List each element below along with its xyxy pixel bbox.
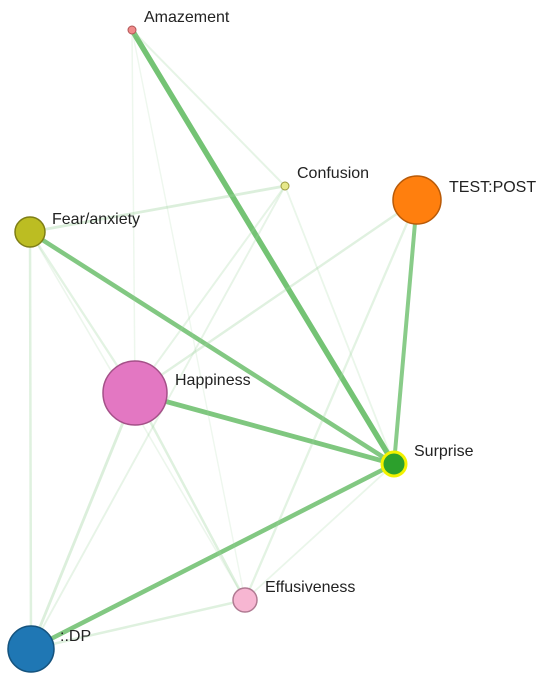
edge-happiness-test-post — [133, 198, 419, 395]
node-fear[interactable] — [14, 216, 46, 248]
edge-fear-surprise — [27, 229, 397, 467]
edge-effusiveness-surprise — [244, 463, 395, 601]
edge-dp-surprise — [28, 461, 397, 652]
edge-fear-dp — [28, 230, 33, 651]
node-confusion[interactable] — [280, 181, 290, 191]
edge-test-post-effusiveness — [243, 198, 419, 602]
node-happiness[interactable] — [102, 360, 168, 426]
edge-confusion-dp — [30, 185, 286, 650]
node-label-dp: :.DP — [60, 628, 91, 645]
node-label-surprise: Surprise — [414, 443, 474, 460]
node-label-happiness: Happiness — [175, 372, 251, 389]
edge-test-post-surprise — [392, 198, 419, 466]
node-layer — [7, 25, 442, 673]
edge-happiness-effusiveness — [133, 391, 247, 602]
node-label-fear: Fear/anxiety — [52, 211, 140, 228]
node-amazement[interactable] — [127, 25, 137, 35]
node-effusiveness[interactable] — [232, 587, 258, 613]
edge-dp-effusiveness — [29, 598, 247, 651]
node-label-amazement: Amazement — [144, 9, 230, 26]
edge-confusion-happiness — [134, 185, 286, 394]
node-label-test-post: TEST:POST — [449, 179, 536, 196]
node-label-confusion: Confusion — [297, 165, 369, 182]
edge-amazement-effusiveness — [131, 29, 246, 601]
edge-happiness-dp — [29, 391, 137, 651]
edge-fear-confusion — [28, 184, 287, 234]
edge-layer — [27, 27, 419, 652]
edge-happiness-surprise — [132, 390, 397, 467]
node-label-effusiveness: Effusiveness — [265, 579, 355, 596]
node-dp[interactable] — [7, 625, 55, 673]
node-surprise[interactable] — [380, 450, 408, 478]
node-test-post[interactable] — [392, 175, 442, 225]
edge-amazement-happiness — [131, 29, 136, 394]
edge-amazement-confusion — [131, 29, 286, 187]
edge-amazement-surprise — [129, 27, 397, 467]
edge-confusion-surprise — [284, 185, 395, 465]
